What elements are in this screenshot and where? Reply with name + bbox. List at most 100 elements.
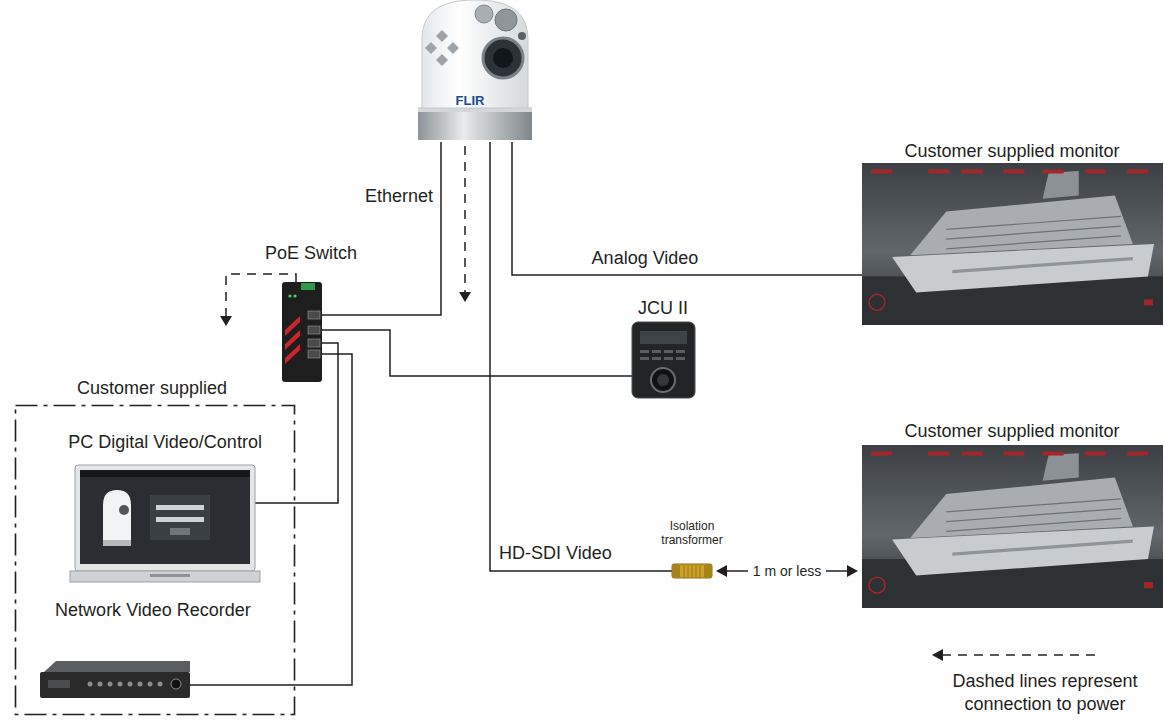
ship-deck-line bbox=[946, 509, 1121, 522]
camera-lens bbox=[475, 5, 493, 23]
camera-dome bbox=[422, 0, 528, 108]
isolation-transformer-art bbox=[672, 564, 712, 578]
power-arrowhead bbox=[220, 316, 232, 326]
hud-mark bbox=[1003, 452, 1024, 456]
legend-text: Dashed lines represent connection to pow… bbox=[925, 670, 1165, 715]
transformer-end bbox=[672, 565, 680, 577]
node-label: Customer supplied monitor bbox=[904, 421, 1119, 443]
ship-deck-line bbox=[946, 518, 1121, 531]
ship-deck-line bbox=[946, 499, 1121, 512]
legend-entry: Dashed lines represent connection to pow… bbox=[925, 640, 1165, 715]
poe-switch: PoE Switch bbox=[282, 282, 322, 382]
switch-housing bbox=[282, 282, 322, 382]
pc-camera-lens bbox=[119, 505, 129, 515]
camera-main-lens bbox=[483, 38, 523, 78]
hud-mark bbox=[1003, 169, 1024, 173]
nvr-button bbox=[98, 682, 103, 687]
customer-supplied-group-art bbox=[16, 406, 295, 715]
camera-lens bbox=[495, 9, 517, 31]
ship-stripe bbox=[952, 540, 1133, 556]
ship-deck-line bbox=[946, 236, 1121, 249]
nvr-front bbox=[40, 672, 190, 698]
ship-hull bbox=[892, 527, 1154, 576]
node-label: FLIR bbox=[456, 93, 485, 109]
jcu-button bbox=[676, 350, 685, 353]
pc-workstation-drawing bbox=[75, 465, 255, 585]
ship-superstructure bbox=[910, 478, 1133, 538]
jcu-housing bbox=[632, 322, 695, 398]
hud-icon bbox=[869, 294, 885, 310]
nvr-top bbox=[44, 661, 190, 672]
power-line bbox=[226, 146, 465, 316]
node-label: JCU II bbox=[638, 298, 688, 320]
video-monitor: Customer supplied monitor bbox=[862, 445, 1163, 608]
poe-switch-drawing bbox=[282, 282, 322, 382]
hud-mark bbox=[1043, 169, 1064, 173]
node-label: Network Video Recorder bbox=[55, 600, 251, 622]
video-monitor: Customer supplied monitor bbox=[862, 163, 1163, 325]
dimension-label: 1 m or less bbox=[753, 563, 821, 580]
camera-lens-glass bbox=[493, 48, 513, 68]
jcu-button bbox=[640, 350, 649, 353]
switch-port bbox=[308, 350, 320, 358]
jcu-button bbox=[676, 357, 685, 360]
ship-funnel bbox=[1043, 453, 1079, 481]
camera-logo-diamond bbox=[436, 54, 448, 66]
pc-screen bbox=[80, 470, 250, 564]
transformer-body bbox=[672, 564, 712, 578]
signal-label: Analog Video bbox=[590, 248, 701, 270]
hud-mark bbox=[1085, 452, 1106, 456]
power-terminal bbox=[301, 283, 315, 290]
pc-monitor-frame bbox=[75, 465, 255, 571]
dimension-arrowhead bbox=[847, 565, 858, 577]
transformer-ridge bbox=[700, 565, 701, 577]
transformer-end bbox=[704, 565, 712, 577]
hud-mark bbox=[871, 169, 892, 173]
legend-arrowhead bbox=[932, 649, 943, 661]
node-label: PoE Switch bbox=[265, 243, 357, 265]
network-video-recorder-drawing bbox=[40, 658, 190, 700]
legend-dashed-line bbox=[941, 654, 1095, 656]
dimension-line bbox=[726, 570, 748, 572]
nvr-button bbox=[138, 682, 143, 687]
joystick-control-unit: JCU II bbox=[632, 322, 695, 398]
pc-base bbox=[70, 571, 260, 582]
hud-mark bbox=[871, 452, 892, 456]
transformer-ridge bbox=[684, 565, 685, 577]
video-monitor-drawing bbox=[862, 445, 1163, 608]
hud-icon bbox=[1144, 582, 1153, 588]
network-video-recorder-art bbox=[40, 661, 190, 698]
pc-screen-bar bbox=[80, 470, 250, 477]
node-label: PC Digital Video/Control bbox=[68, 432, 262, 454]
monitor-screen bbox=[862, 163, 1163, 325]
pc-login-field bbox=[156, 505, 204, 510]
switch-port bbox=[308, 311, 320, 319]
status-led bbox=[293, 294, 296, 297]
pc-login-field bbox=[156, 517, 204, 522]
transformer-ridge bbox=[696, 565, 697, 577]
switch-stripe bbox=[285, 344, 300, 364]
legend-swatch bbox=[925, 640, 1165, 670]
jcu-button bbox=[640, 357, 649, 360]
node-label: Customer supplied monitor bbox=[904, 141, 1119, 163]
power-arrowhead bbox=[459, 292, 471, 302]
hud-mark bbox=[1127, 169, 1148, 173]
pc-camera-image bbox=[103, 490, 131, 545]
video-monitor-art bbox=[862, 445, 1163, 608]
transformer-ridge bbox=[688, 565, 689, 577]
hud-icon bbox=[1144, 299, 1153, 305]
hud-mark bbox=[928, 452, 949, 456]
jcu-display bbox=[640, 331, 687, 344]
hud-mark bbox=[1043, 452, 1064, 456]
thermal-camera-drawing bbox=[410, 0, 540, 142]
joystick-control-unit-drawing bbox=[632, 322, 695, 398]
cable-connector bbox=[322, 142, 441, 315]
nvr-button bbox=[148, 682, 153, 687]
nvr-button bbox=[158, 682, 163, 687]
cable-connector bbox=[512, 142, 862, 275]
group-outline bbox=[16, 406, 295, 715]
hud-mark bbox=[928, 169, 949, 173]
switch-port bbox=[308, 326, 320, 334]
customer-supplied-group: Customer suppliedPC Digital Video/Contro… bbox=[15, 405, 295, 715]
nvr-button bbox=[88, 682, 93, 687]
